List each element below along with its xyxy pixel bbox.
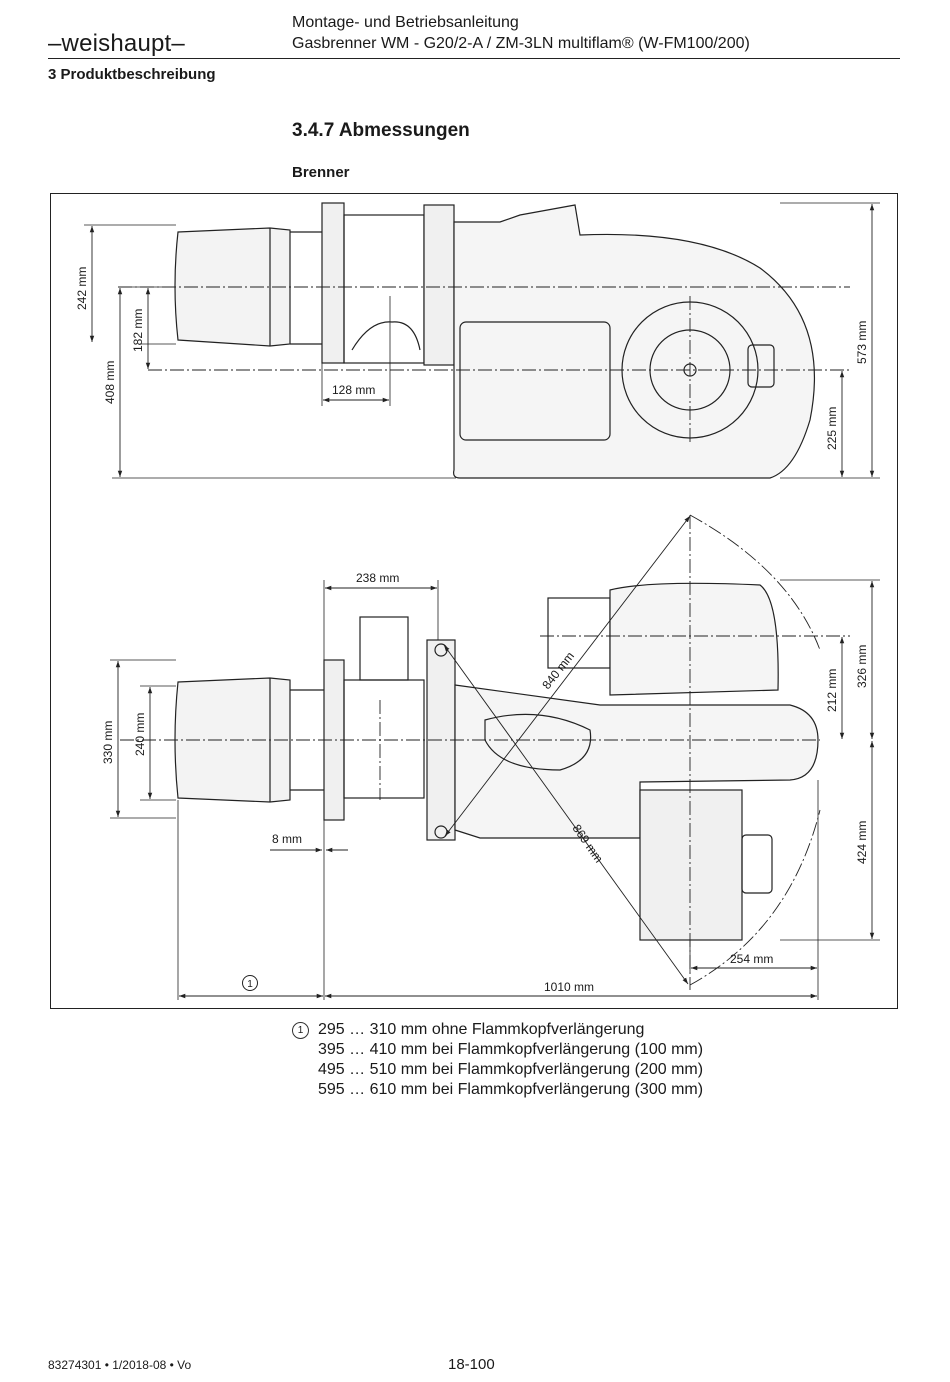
dim-8: 8 mm bbox=[272, 832, 302, 846]
reference-marker-circle bbox=[242, 975, 258, 991]
dim-254: 254 mm bbox=[730, 952, 773, 966]
dim-182: 182 mm bbox=[131, 309, 145, 352]
page-number: 18-100 bbox=[448, 1356, 495, 1373]
dim-330: 330 mm bbox=[101, 721, 115, 764]
dim-242: 242 mm bbox=[75, 267, 89, 310]
reference-marker-1: 1 bbox=[247, 979, 253, 990]
dimension-drawing-frame bbox=[50, 193, 898, 1009]
chapter-title: 3 Produktbeschreibung bbox=[48, 66, 216, 83]
dim-128: 128 mm bbox=[332, 383, 375, 397]
dim-573: 573 mm bbox=[855, 321, 869, 364]
section-title: 3.4.7 Abmessungen bbox=[292, 120, 470, 141]
footnote-line-2: 395 … 410 mm bei Flammkopfverlängerung (… bbox=[318, 1041, 704, 1058]
manual-title: Montage- und Betriebsanleitung bbox=[292, 14, 519, 31]
footnote-line-3: 495 … 510 mm bei Flammkopfverlängerung (… bbox=[318, 1061, 704, 1078]
dim-408: 408 mm bbox=[103, 361, 117, 404]
subsection-title: Brenner bbox=[292, 164, 350, 181]
dim-424: 424 mm bbox=[855, 821, 869, 864]
dim-238: 238 mm bbox=[356, 571, 399, 585]
dim-240: 240 mm bbox=[133, 713, 147, 756]
dim-1010: 1010 mm bbox=[544, 980, 594, 994]
product-title: Gasbrenner WM - G20/2-A / ZM-3LN multifl… bbox=[292, 35, 750, 52]
weishaupt-logo: –weishaupt– bbox=[48, 30, 185, 57]
footnote-marker: 1 bbox=[292, 1022, 309, 1039]
dim-326: 326 mm bbox=[855, 645, 869, 688]
document-number: 83274301 • 1/2018-08 • Vo bbox=[48, 1358, 192, 1372]
dim-212: 212 mm bbox=[825, 669, 839, 712]
header-rule bbox=[48, 58, 900, 59]
footnote-line-4: 595 … 610 mm bei Flammkopfverlängerung (… bbox=[318, 1081, 704, 1098]
dim-225: 225 mm bbox=[825, 407, 839, 450]
